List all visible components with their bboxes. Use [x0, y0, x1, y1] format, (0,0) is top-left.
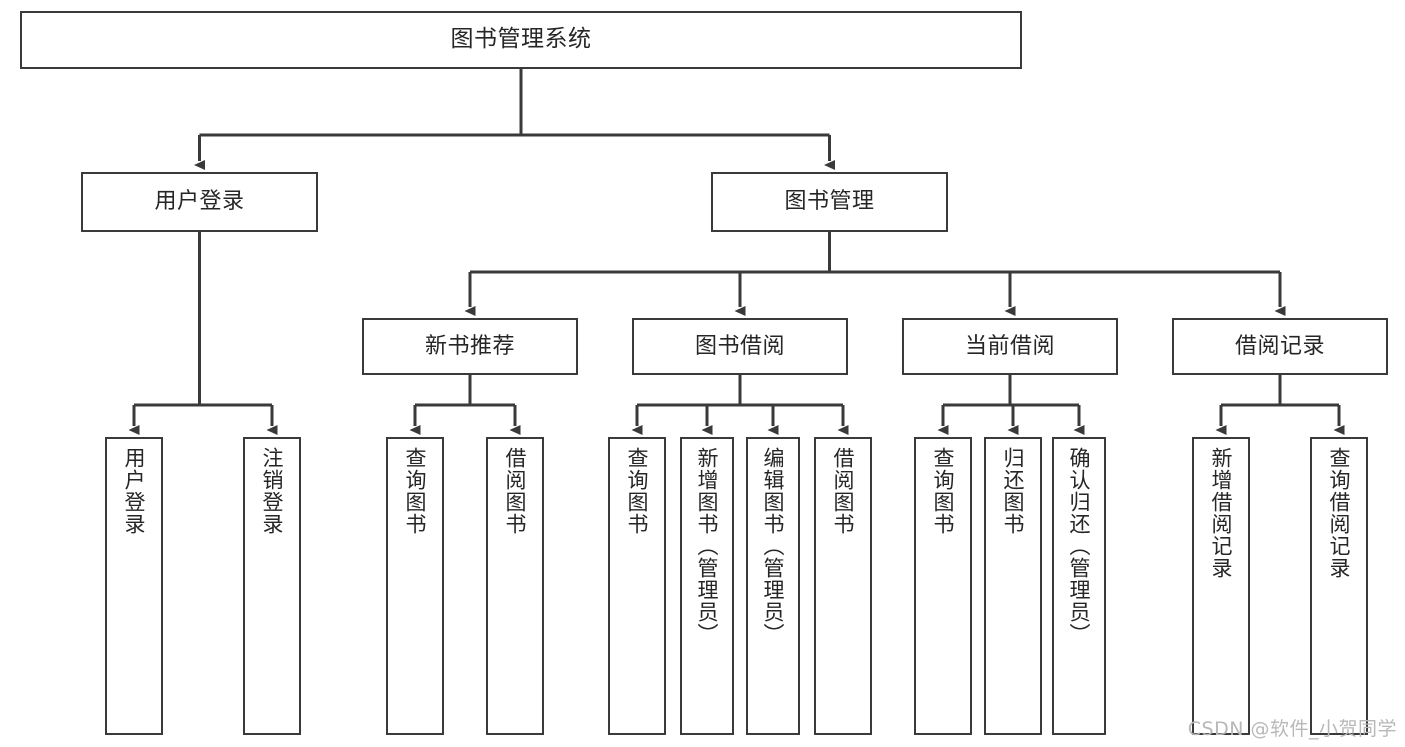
- node-root-root[interactable]: 图书管理系统: [20, 11, 1022, 69]
- node-leaf-logout[interactable]: 注销登录: [243, 437, 301, 735]
- node-leaf-add-record[interactable]: 新增借阅记录: [1192, 437, 1250, 735]
- node-label: 确认归还（管理员）: [1067, 447, 1092, 645]
- node-label: 用户登录: [154, 189, 245, 215]
- node-leaf-user-login[interactable]: 用户登录: [105, 437, 163, 735]
- node-leaf-query-book-borrow[interactable]: 查询图书: [608, 437, 666, 735]
- node-label: 图书借阅: [694, 333, 785, 359]
- node-leaf-borrow-book[interactable]: 借阅图书: [814, 437, 872, 735]
- node-label: 借阅记录: [1234, 333, 1325, 359]
- node-leaf-edit-book[interactable]: 编辑图书（管理员）: [746, 437, 800, 735]
- watermark-label: CSDN @软件_小贺同学: [1187, 718, 1397, 740]
- node-label: 当前借阅: [964, 333, 1055, 359]
- node-label: 用户登录: [122, 447, 147, 535]
- node-label: 查询图书: [625, 447, 650, 535]
- node-leaf-query-record[interactable]: 查询借阅记录: [1310, 437, 1368, 735]
- node-borrow-record[interactable]: 借阅记录: [1172, 318, 1388, 375]
- node-label: 注销登录: [260, 447, 285, 535]
- node-leaf-return-book[interactable]: 归还图书: [984, 437, 1042, 735]
- node-leaf-query-book-cur[interactable]: 查询图书: [914, 437, 972, 735]
- node-label: 新增图书（管理员）: [695, 447, 720, 645]
- node-leaf-borrow-book-rec[interactable]: 借阅图书: [486, 437, 544, 735]
- node-leaf-confirm-return[interactable]: 确认归还（管理员）: [1052, 437, 1106, 735]
- node-label: 图书管理: [784, 189, 875, 215]
- node-label: 新书推荐: [424, 333, 515, 359]
- node-label: 查询借阅记录: [1327, 447, 1352, 579]
- node-new-book-rec[interactable]: 新书推荐: [362, 318, 578, 375]
- node-label: 借阅图书: [831, 447, 856, 535]
- node-leaf-query-book-rec[interactable]: 查询图书: [386, 437, 444, 735]
- node-label: 借阅图书: [503, 447, 528, 535]
- node-leaf-add-book[interactable]: 新增图书（管理员）: [680, 437, 734, 735]
- node-label: 查询图书: [931, 447, 956, 535]
- node-label: 新增借阅记录: [1209, 447, 1234, 579]
- node-user-login[interactable]: 用户登录: [81, 172, 318, 232]
- node-book-borrow[interactable]: 图书借阅: [632, 318, 848, 375]
- node-book-manage[interactable]: 图书管理: [711, 172, 948, 232]
- node-current-borrow[interactable]: 当前借阅: [902, 318, 1118, 375]
- node-label: 编辑图书（管理员）: [761, 447, 786, 645]
- node-label: 图书管理系统: [450, 26, 592, 53]
- node-label: 查询图书: [403, 447, 428, 535]
- node-label: 归还图书: [1001, 447, 1026, 535]
